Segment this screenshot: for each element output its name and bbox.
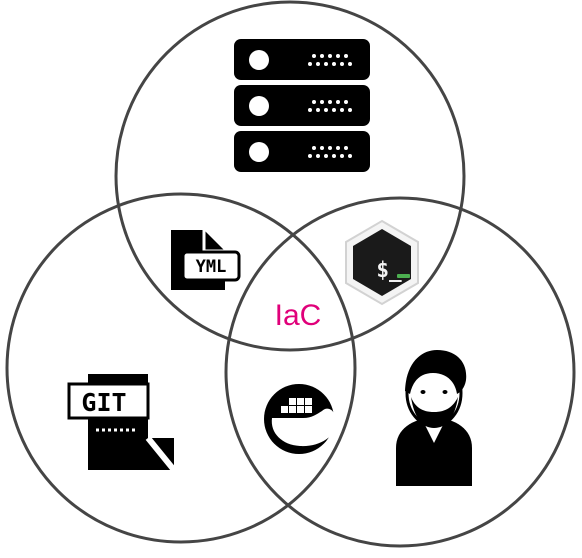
docker-whale-icon [264,384,346,454]
bash-prompt-label: $_ [376,258,402,282]
yml-label: YML [196,257,227,277]
left-circle [5,192,357,544]
bash-terminal-icon: $_ [345,219,419,306]
developer-person-icon [396,350,472,486]
yml-file-icon: YML [171,230,241,290]
iac-label: IaC [275,299,322,332]
right-circle [224,196,576,548]
git-file-icon: GIT [67,374,177,472]
server-rack-icon [234,39,370,172]
top-circle [114,0,466,352]
git-label: GIT [81,388,126,417]
